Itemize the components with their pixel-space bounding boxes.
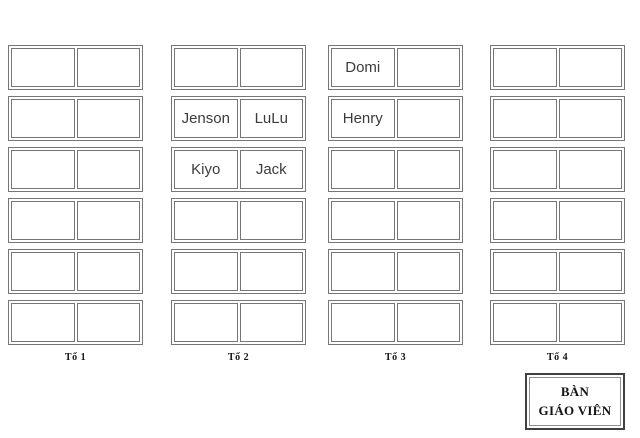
seat-jack[interactable]: Jack [239, 150, 303, 189]
teacher-desk-label: BÀN GIÁO VIÊN [529, 377, 621, 426]
seat-empty[interactable] [396, 48, 460, 87]
seat-empty[interactable] [493, 252, 557, 291]
seat-empty[interactable] [174, 201, 238, 240]
seat-empty[interactable] [558, 48, 622, 87]
seat-henry[interactable]: Henry [331, 99, 395, 138]
seat-empty[interactable] [558, 201, 622, 240]
group-4-desk-2 [490, 96, 625, 141]
seat-empty[interactable] [239, 303, 303, 342]
group-1-desk-3 [8, 147, 143, 192]
seat-empty[interactable] [11, 99, 75, 138]
seat-empty[interactable] [558, 99, 622, 138]
seat-empty[interactable] [493, 99, 557, 138]
group-4-desk-3 [490, 147, 625, 192]
seat-empty[interactable] [558, 303, 622, 342]
group-label-2: Tổ 2 [227, 352, 250, 363]
group-1-desk-4 [8, 198, 143, 243]
seat-empty[interactable] [174, 48, 238, 87]
seat-empty[interactable] [11, 303, 75, 342]
group-label-3: Tổ 3 [384, 352, 407, 363]
group-1-desk-2 [8, 96, 143, 141]
group-1-desk-1 [8, 45, 143, 90]
seat-empty[interactable] [76, 99, 140, 138]
seat-empty[interactable] [396, 150, 460, 189]
seat-empty[interactable] [239, 252, 303, 291]
seat-empty[interactable] [11, 252, 75, 291]
seat-empty[interactable] [558, 150, 622, 189]
seat-empty[interactable] [331, 303, 395, 342]
seat-empty[interactable] [11, 201, 75, 240]
group-1-desks [8, 45, 143, 345]
group-3-desk-1: Domi [328, 45, 463, 90]
seat-empty[interactable] [76, 150, 140, 189]
seat-empty[interactable] [396, 252, 460, 291]
group-2-desk-4 [171, 198, 306, 243]
seat-kiyo[interactable]: Kiyo [174, 150, 238, 189]
group-2-desk-1 [171, 45, 306, 90]
group-4-desk-5 [490, 249, 625, 294]
group-2-desk-5 [171, 249, 306, 294]
seat-empty[interactable] [331, 150, 395, 189]
seat-empty[interactable] [76, 48, 140, 87]
group-1-desk-5 [8, 249, 143, 294]
group-4-desks [490, 45, 625, 345]
seat-empty[interactable] [76, 201, 140, 240]
seat-empty[interactable] [493, 201, 557, 240]
seat-empty[interactable] [239, 48, 303, 87]
seat-empty[interactable] [396, 303, 460, 342]
group-1-desk-6 [8, 300, 143, 345]
group-4-desk-6 [490, 300, 625, 345]
seat-domi[interactable]: Domi [331, 48, 395, 87]
seat-lulu[interactable]: LuLu [239, 99, 303, 138]
group-3-desk-3 [328, 147, 463, 192]
seat-empty[interactable] [558, 252, 622, 291]
seat-empty[interactable] [331, 252, 395, 291]
group-3-desk-2: Henry [328, 96, 463, 141]
group-2-desk-6 [171, 300, 306, 345]
seat-empty[interactable] [493, 303, 557, 342]
group-4-desk-1 [490, 45, 625, 90]
teacher-desk: BÀN GIÁO VIÊN [525, 373, 625, 430]
seat-empty[interactable] [396, 201, 460, 240]
teacher-desk-label-line2: GIÁO VIÊN [538, 402, 612, 418]
group-3-desk-4 [328, 198, 463, 243]
seat-empty[interactable] [76, 303, 140, 342]
group-label-1: Tổ 1 [64, 352, 87, 363]
teacher-desk-label-line1: BÀN [560, 384, 590, 400]
group-4: Tổ 4 [490, 45, 625, 363]
group-3-desk-6 [328, 300, 463, 345]
seat-empty[interactable] [174, 303, 238, 342]
seat-empty[interactable] [396, 99, 460, 138]
seat-empty[interactable] [493, 48, 557, 87]
seat-empty[interactable] [331, 201, 395, 240]
seat-empty[interactable] [174, 252, 238, 291]
seat-empty[interactable] [239, 201, 303, 240]
seat-jenson[interactable]: Jenson [174, 99, 238, 138]
seat-empty[interactable] [11, 48, 75, 87]
seat-empty[interactable] [76, 252, 140, 291]
group-3-desk-5 [328, 249, 463, 294]
group-1: Tổ 1 [8, 45, 143, 363]
seat-empty[interactable] [11, 150, 75, 189]
group-label-4: Tổ 4 [546, 352, 569, 363]
group-4-desk-4 [490, 198, 625, 243]
seat-empty[interactable] [493, 150, 557, 189]
